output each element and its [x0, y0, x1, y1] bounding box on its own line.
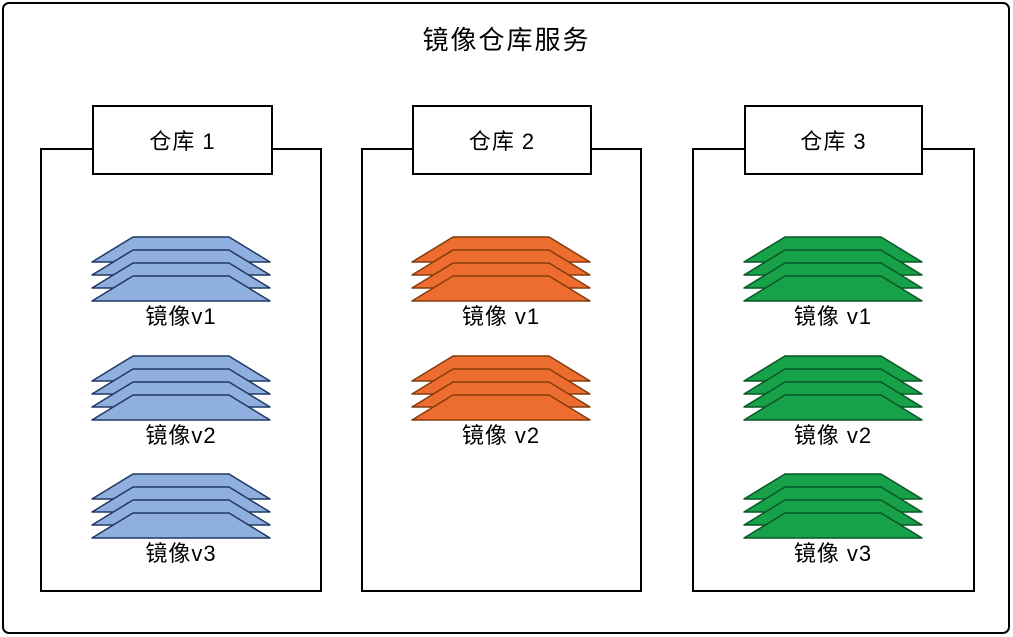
- layer-stack-icon: [411, 355, 591, 421]
- layer-stack-shapes: [91, 236, 271, 302]
- repo2-image-v2-label: 镜像 v2: [461, 423, 541, 448]
- repo1-image-v3-group: 镜像v3: [86, 470, 276, 568]
- layer-shape: [743, 512, 923, 539]
- repo3-image-v3-group: 镜像 v3: [738, 470, 928, 568]
- layer-shape: [743, 394, 923, 421]
- repository-3-name: 仓库 3: [800, 129, 867, 154]
- layer-shape: [91, 275, 271, 302]
- layer-stack-shapes: [411, 236, 591, 302]
- layer-shape: [91, 512, 271, 539]
- repo3-image-v3-label: 镜像 v3: [793, 541, 873, 566]
- repo1-image-v2-group: 镜像v2: [86, 352, 276, 450]
- layer-shape: [411, 394, 591, 421]
- repo3-image-v1-label: 镜像 v1: [793, 304, 873, 329]
- layer-stack-shapes: [743, 355, 923, 421]
- layer-stack-shapes: [743, 473, 923, 539]
- layer-shape: [743, 275, 923, 302]
- layer-stack-icon: [91, 473, 271, 539]
- repo2-image-v1-group: 镜像 v1: [406, 233, 596, 331]
- layer-stack-shapes: [91, 355, 271, 421]
- layer-stack-icon: [743, 473, 923, 539]
- repo2-image-v1-label: 镜像 v1: [461, 304, 541, 329]
- repository-1-header: 仓库 1: [92, 105, 273, 175]
- layer-stack-shapes: [411, 355, 591, 421]
- diagram-title: 镜像仓库服务: [422, 25, 591, 55]
- layer-stack-shapes: [91, 473, 271, 539]
- layer-shape: [411, 275, 591, 302]
- repo3-image-v2-group: 镜像 v2: [738, 352, 928, 450]
- layer-stack-icon: [743, 355, 923, 421]
- repo1-image-v2-label: 镜像v2: [145, 423, 217, 448]
- layer-stack-icon: [411, 236, 591, 302]
- repo3-image-v2-label: 镜像 v2: [793, 423, 873, 448]
- layer-stack-icon: [91, 355, 271, 421]
- repo2-image-v2-group: 镜像 v2: [406, 352, 596, 450]
- repo1-image-v3-label: 镜像v3: [145, 541, 217, 566]
- repository-2-name: 仓库 2: [468, 129, 536, 154]
- repo1-image-v1-label: 镜像v1: [145, 304, 217, 329]
- layer-shape: [91, 394, 271, 421]
- repo3-image-v1-group: 镜像 v1: [738, 233, 928, 331]
- repository-1-name: 仓库 1: [149, 129, 216, 154]
- repository-2-header: 仓库 2: [412, 105, 592, 175]
- layer-stack-icon: [743, 236, 923, 302]
- layer-stack-shapes: [743, 236, 923, 302]
- repo1-image-v1-group: 镜像v1: [86, 233, 276, 331]
- repository-3-header: 仓库 3: [744, 105, 923, 175]
- layer-stack-icon: [91, 236, 271, 302]
